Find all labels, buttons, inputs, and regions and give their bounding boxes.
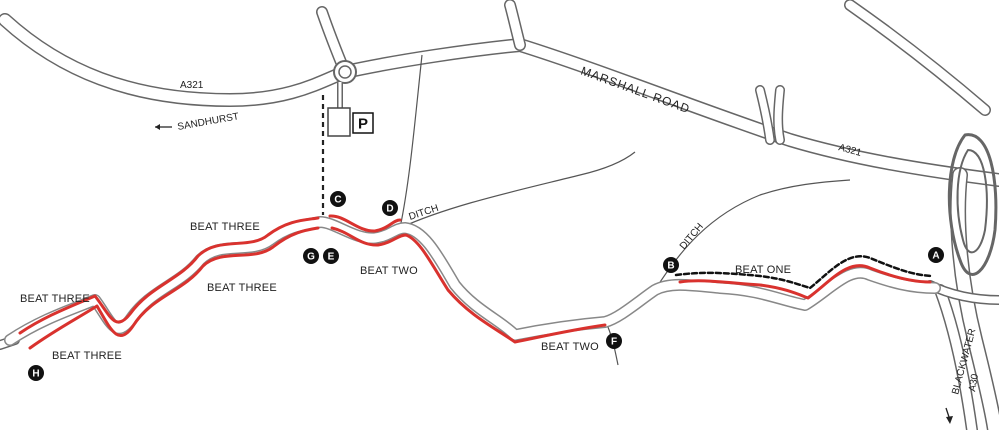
beat-label-one: BEAT ONE xyxy=(735,264,791,276)
road-label-a321-west: A321 xyxy=(180,80,204,91)
sandhurst-direction: SANDHURST xyxy=(155,111,240,133)
beat-one-footpath xyxy=(674,255,934,290)
beat-three-south-bank xyxy=(28,226,320,350)
svg-text:C: C xyxy=(334,195,341,206)
river xyxy=(4,216,941,346)
ditch-label-1: DITCH xyxy=(408,203,440,223)
svg-text:D: D xyxy=(386,204,393,215)
road-label-a30: A30 xyxy=(967,373,981,393)
road-label-sandhurst: SANDHURST xyxy=(177,111,240,133)
ditch-labels: DITCH DITCH xyxy=(408,203,706,252)
beat-label-three-b: BEAT THREE xyxy=(207,282,277,294)
marker-b: B xyxy=(663,257,679,273)
ditch-line-3 xyxy=(654,179,851,291)
beat-label-two-a: BEAT TWO xyxy=(360,265,418,277)
car-park: P xyxy=(327,82,374,137)
svg-text:H: H xyxy=(32,369,39,380)
svg-text:F: F xyxy=(611,337,617,348)
svg-text:B: B xyxy=(667,261,674,272)
car-park-area xyxy=(327,107,351,137)
svg-text:A: A xyxy=(932,251,939,262)
road-label-marshall-road: MARSHALL ROAD xyxy=(579,64,692,117)
beat-label-three-a: BEAT THREE xyxy=(190,221,260,233)
marker-c: C xyxy=(330,191,346,207)
beat-labels: BEAT THREE BEAT THREE BEAT THREE BEAT TH… xyxy=(20,221,791,362)
parking-label: P xyxy=(358,116,368,133)
marker-a: A xyxy=(928,247,944,263)
ditch-label-2: DITCH xyxy=(678,221,706,251)
svg-text:G: G xyxy=(307,252,315,263)
beat-two-upper-bank xyxy=(328,214,402,233)
arrowhead-down-icon xyxy=(946,416,953,424)
roundabout xyxy=(333,60,357,84)
beat-label-two-b: BEAT TWO xyxy=(541,341,599,353)
arrowhead-left-icon xyxy=(155,124,160,130)
parking-sign xyxy=(352,112,374,134)
marker-f: F xyxy=(606,333,622,349)
ditch-line-2 xyxy=(399,54,423,229)
beat-label-three-c: BEAT THREE xyxy=(20,293,90,305)
svg-text:E: E xyxy=(328,252,335,263)
fishing-beats xyxy=(18,214,934,350)
markers: A B C D E F G H xyxy=(28,191,944,381)
beat-label-three-d: BEAT THREE xyxy=(52,350,122,362)
marker-g: G xyxy=(303,248,319,264)
marker-e: E xyxy=(323,248,339,264)
marker-d: D xyxy=(382,200,398,216)
beat-three-north-bank xyxy=(18,216,320,335)
marker-h: H xyxy=(28,365,44,381)
beat-one-bank xyxy=(678,264,932,300)
ditch-line-1 xyxy=(399,151,636,229)
beat-two-lower-bank xyxy=(330,226,607,344)
